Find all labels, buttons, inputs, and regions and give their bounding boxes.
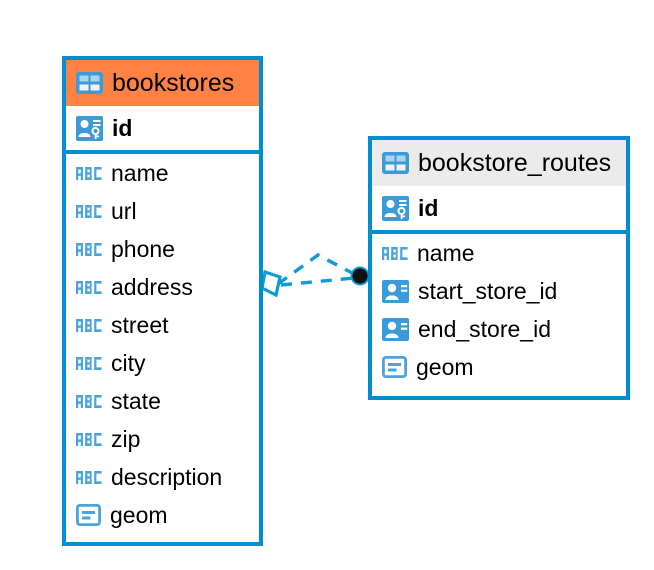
table-icon xyxy=(382,152,409,174)
field-label: zip xyxy=(111,425,141,452)
table-icon xyxy=(76,72,103,94)
geometry-icon xyxy=(382,356,407,378)
field-label: geom xyxy=(416,353,474,380)
abc-text-icon xyxy=(76,394,102,408)
field-label: phone xyxy=(111,235,175,262)
field-row-start-store-id[interactable]: start_store_id xyxy=(372,272,626,310)
field-label: end_store_id xyxy=(418,315,551,342)
field-label: start_store_id xyxy=(418,277,558,304)
field-row-street[interactable]: street xyxy=(66,306,259,344)
primary-key-icon xyxy=(76,115,103,141)
field-label: description xyxy=(111,463,223,490)
field-label: name xyxy=(417,239,475,266)
field-row-name[interactable]: name xyxy=(66,154,259,192)
abc-text-icon xyxy=(76,204,102,218)
field-row-city[interactable]: city xyxy=(66,344,259,382)
entity-header-bookstores[interactable]: bookstores xyxy=(66,60,259,106)
abc-text-icon xyxy=(76,356,102,370)
field-row-phone[interactable]: phone xyxy=(66,230,259,268)
geometry-icon xyxy=(76,504,101,526)
field-row-end-store-id[interactable]: end_store_id xyxy=(372,310,626,348)
field-row-geom[interactable]: geom xyxy=(66,496,259,534)
abc-text-icon xyxy=(76,280,102,294)
field-row-state[interactable]: state xyxy=(66,382,259,420)
entity-title: bookstore_routes xyxy=(418,148,612,177)
relationship-line-lower xyxy=(280,276,355,287)
foreign-key-icon xyxy=(382,317,409,341)
abc-text-icon xyxy=(382,246,408,260)
field-label: name xyxy=(111,159,169,186)
field-label: id xyxy=(418,194,439,221)
entity-header-bookstore-routes[interactable]: bookstore_routes xyxy=(372,140,626,186)
primary-key-icon xyxy=(382,195,409,221)
primary-key-separator xyxy=(66,150,259,154)
field-label: city xyxy=(111,349,146,376)
relationship-line-upper xyxy=(277,253,357,286)
kite-endpoint-icon xyxy=(260,269,282,298)
field-label: address xyxy=(111,273,193,300)
field-row-id[interactable]: id xyxy=(66,106,259,150)
entity-bookstores[interactable]: bookstores id xyxy=(62,56,263,546)
abc-text-icon xyxy=(76,166,102,180)
field-row-description[interactable]: description xyxy=(66,458,259,496)
field-label: geom xyxy=(110,501,168,528)
field-label: street xyxy=(111,311,169,338)
abc-text-icon xyxy=(76,318,102,332)
field-row-url[interactable]: url xyxy=(66,192,259,230)
field-row-name[interactable]: name xyxy=(372,234,626,272)
foreign-key-icon xyxy=(382,279,409,303)
field-label: url xyxy=(111,197,137,224)
filled-circle-endpoint-icon xyxy=(350,266,370,286)
entity-bookstore-routes[interactable]: bookstore_routes id xyxy=(368,136,630,400)
field-row-zip[interactable]: zip xyxy=(66,420,259,458)
abc-text-icon xyxy=(76,432,102,446)
abc-text-icon xyxy=(76,470,102,484)
field-row-address[interactable]: address xyxy=(66,268,259,306)
field-row-geom[interactable]: geom xyxy=(372,348,626,386)
primary-key-separator xyxy=(372,230,626,234)
field-label: state xyxy=(111,387,161,414)
abc-text-icon xyxy=(76,242,102,256)
field-label: id xyxy=(112,114,133,141)
entity-title: bookstores xyxy=(112,68,235,97)
field-row-id[interactable]: id xyxy=(372,186,626,230)
